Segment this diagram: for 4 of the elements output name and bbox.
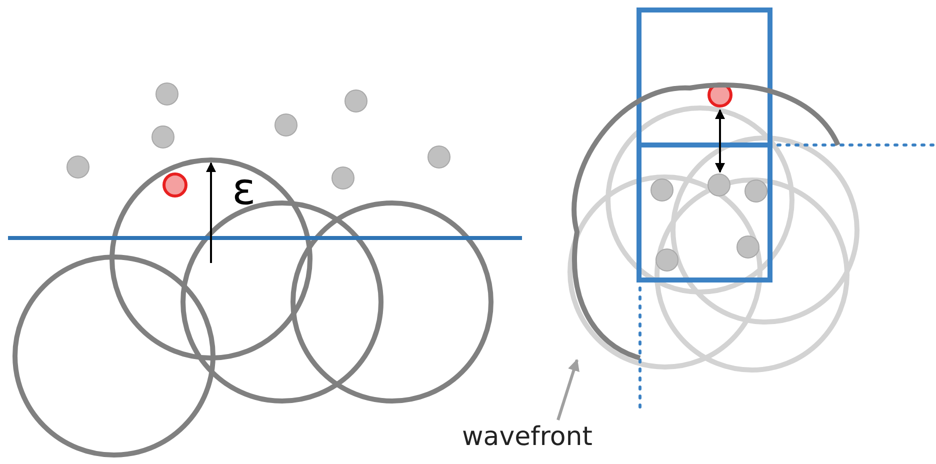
leader-line: [556, 358, 580, 420]
caption-text: wavefront: [462, 424, 592, 450]
symbol-label: ε: [232, 168, 256, 212]
wavefront-curve: [572, 82, 840, 360]
